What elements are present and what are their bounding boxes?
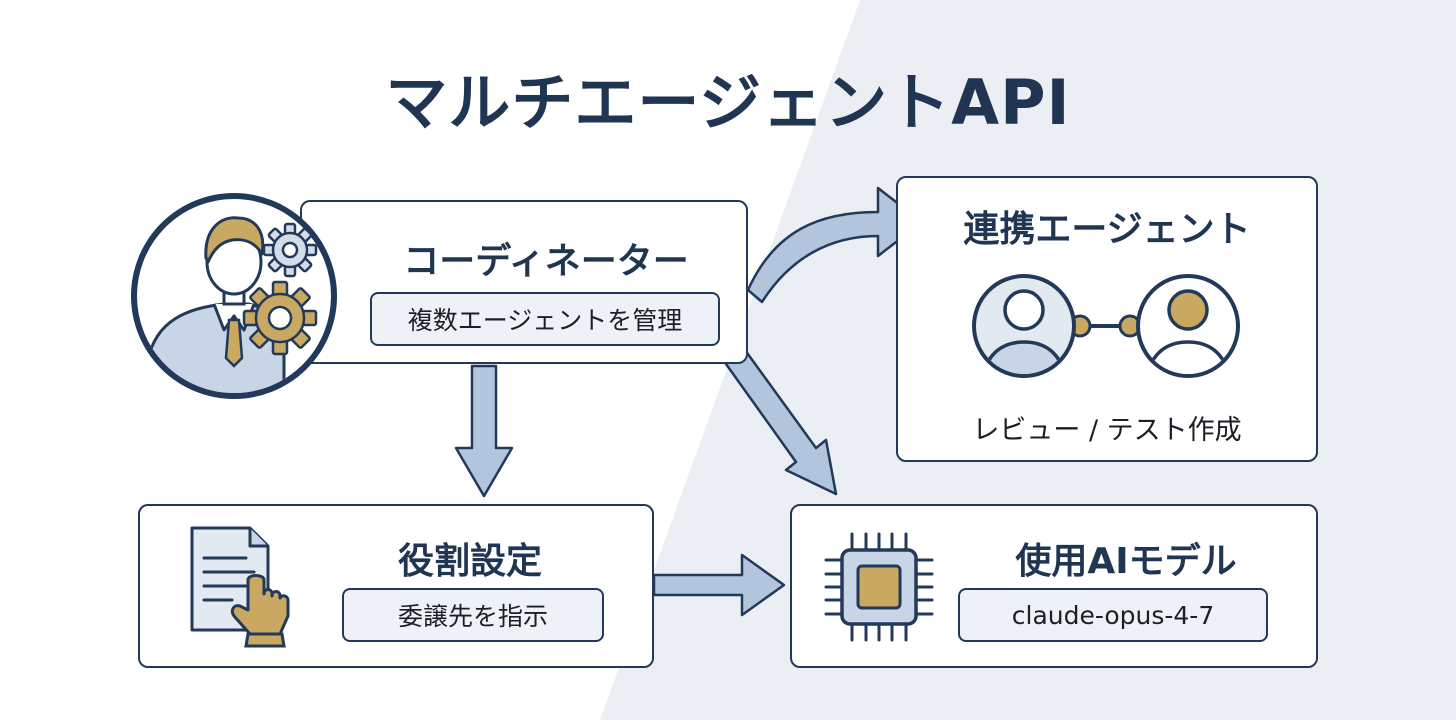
collaborator-caption: レビュー / テスト作成: [972, 415, 1242, 446]
arrow-coordinator-to-role: [454, 364, 514, 498]
coordinator-avatar: [128, 190, 340, 402]
role-heading: 役割設定: [397, 541, 542, 582]
agent-avatar-left: [972, 274, 1076, 378]
chip-icon: [822, 530, 936, 644]
gear-icon-large: [242, 280, 318, 356]
arrow-coordinator-to-model: [724, 348, 838, 496]
role-tag: 委譲先を指示: [342, 588, 604, 642]
coordinator-heading: コーディネーター: [403, 241, 689, 282]
coordinator-tag: 複数エージェントを管理: [370, 292, 720, 346]
page-title: マルチエージェントAPI: [385, 66, 1071, 139]
collaborator-card: [896, 176, 1318, 462]
model-heading: 使用AIモデル: [1015, 541, 1237, 582]
linked-agents-icon: [968, 270, 1244, 382]
gear-icon: [262, 222, 318, 278]
document-hand-icon: [188, 524, 304, 648]
agent-avatar-right: [1136, 274, 1240, 378]
model-tag: claude-opus-4-7: [958, 588, 1268, 642]
collaborator-heading: 連携エージェント: [963, 209, 1251, 250]
arrow-role-to-model: [652, 553, 786, 617]
